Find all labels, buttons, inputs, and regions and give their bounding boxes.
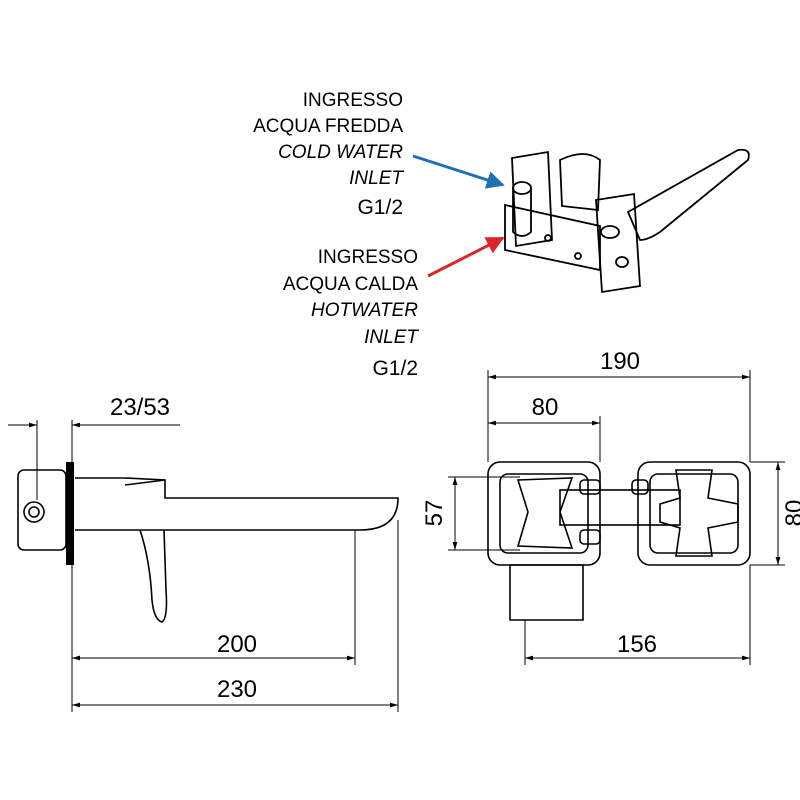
hot-line-1: INGRESSO [317, 247, 418, 268]
dim-80-width: 80 [531, 394, 559, 421]
top-view [448, 370, 785, 665]
dim-80-height: 80 [781, 499, 800, 527]
dim-200: 200 [216, 631, 258, 658]
hot-thread-size: G1/2 [372, 357, 418, 380]
dim-190: 190 [599, 348, 641, 375]
cold-inlet-arrow [412, 154, 505, 189]
cold-line-2: ACQUA FREDDA [253, 116, 403, 137]
hot-line-2: ACQUA CALDA [282, 273, 418, 295]
cold-thread-size: G1/2 [357, 196, 403, 219]
dim-156: 156 [616, 631, 658, 658]
cold-line-4: INLET [349, 168, 403, 189]
hot-line-3: HOTWATER [311, 300, 418, 321]
hot-line-4: INLET [364, 326, 418, 348]
hot-inlet-arrow [427, 236, 505, 278]
axonometric-view [504, 148, 750, 294]
hot-inlet-label: INGRESSO ACQUA CALDA HOTWATER INLET G1/2 [283, 248, 418, 379]
dim-57: 57 [421, 499, 448, 527]
side-view [8, 420, 399, 712]
cold-line-3: COLD WATER [278, 142, 403, 163]
dim-230: 230 [216, 676, 258, 703]
cold-inlet-label: INGRESSO ACQUA FREDDA COLD WATER INLET G… [253, 91, 403, 218]
cold-line-1: INGRESSO [302, 90, 403, 111]
dim-23-53: 23/53 [109, 394, 171, 421]
